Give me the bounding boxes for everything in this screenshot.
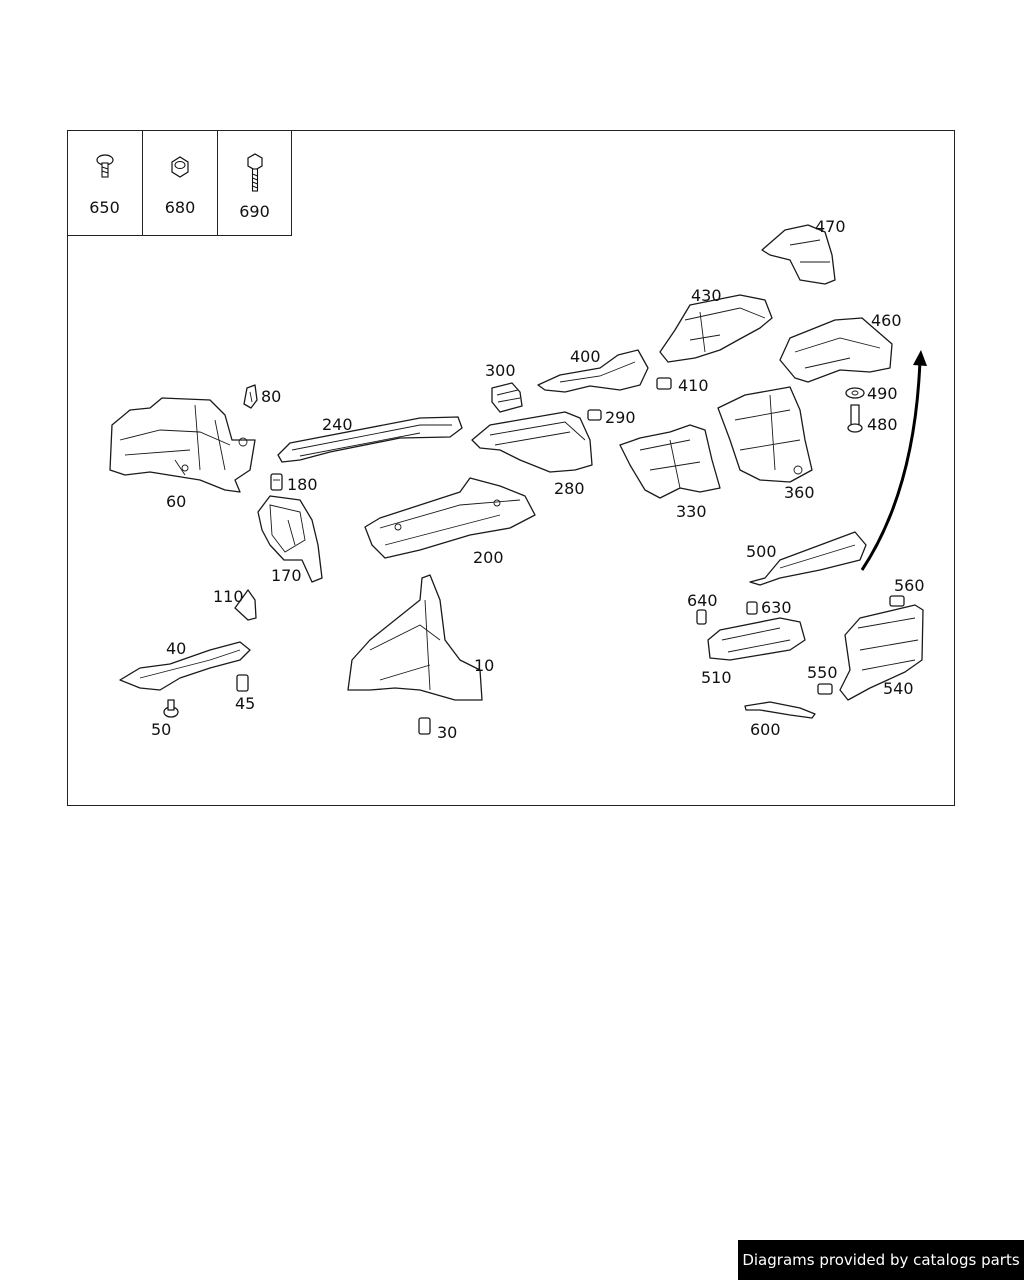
part-30[interactable] [418, 717, 431, 735]
diagram-frame [67, 130, 955, 806]
hardware-label-650: 650 [89, 198, 120, 217]
callout-500: 500 [746, 542, 777, 561]
part-60[interactable] [109, 397, 256, 493]
part-500[interactable] [749, 531, 867, 586]
part-600[interactable] [744, 701, 816, 719]
part-45[interactable] [236, 674, 249, 692]
part-540[interactable] [839, 604, 924, 701]
callout-640: 640 [687, 591, 718, 610]
callout-460: 460 [871, 311, 902, 330]
hardware-cell-650[interactable]: 650 [67, 130, 143, 236]
part-290[interactable] [587, 409, 602, 421]
footer-credit: Diagrams provided by catalogs parts [738, 1240, 1024, 1280]
part-510[interactable] [707, 617, 806, 661]
callout-80: 80 [261, 387, 281, 406]
callout-110: 110 [213, 587, 244, 606]
nut-icon [171, 156, 189, 178]
part-430[interactable] [659, 294, 773, 363]
callout-40: 40 [166, 639, 186, 658]
callout-550: 550 [807, 663, 838, 682]
callout-490: 490 [867, 384, 898, 403]
callout-300: 300 [485, 361, 516, 380]
part-410[interactable] [656, 377, 672, 390]
callout-430: 430 [691, 286, 722, 305]
callout-290: 290 [605, 408, 636, 427]
part-480[interactable] [847, 404, 863, 433]
callout-470: 470 [815, 217, 846, 236]
part-110[interactable] [234, 589, 257, 621]
callout-60: 60 [166, 492, 186, 511]
part-330[interactable] [619, 424, 721, 499]
part-280[interactable] [471, 411, 593, 473]
part-640[interactable] [696, 609, 707, 625]
direction-arrow [860, 350, 927, 571]
part-80[interactable] [243, 384, 258, 409]
callout-630: 630 [761, 598, 792, 617]
part-40[interactable] [119, 641, 251, 691]
callout-400: 400 [570, 347, 601, 366]
part-560[interactable] [889, 595, 905, 607]
hardware-cell-680[interactable]: 680 [143, 130, 218, 236]
callout-180: 180 [287, 475, 318, 494]
callout-280: 280 [554, 479, 585, 498]
hardware-label-680: 680 [164, 198, 196, 217]
hardware-label-690: 690 [239, 202, 270, 221]
callout-560: 560 [894, 576, 925, 595]
callout-45: 45 [235, 694, 255, 713]
callout-360: 360 [784, 483, 815, 502]
callout-50: 50 [151, 720, 171, 739]
part-400[interactable] [537, 349, 649, 393]
part-50[interactable] [163, 699, 179, 718]
callout-540: 540 [883, 679, 914, 698]
callout-600: 600 [750, 720, 781, 739]
callout-170: 170 [271, 566, 302, 585]
callout-10: 10 [474, 656, 494, 675]
part-10[interactable] [347, 574, 483, 701]
callout-200: 200 [473, 548, 504, 567]
part-470[interactable] [761, 224, 836, 285]
callout-240: 240 [322, 415, 353, 434]
bolt-icon [246, 153, 263, 192]
part-180[interactable] [270, 473, 283, 491]
callout-30: 30 [437, 723, 457, 742]
part-360[interactable] [717, 386, 813, 483]
part-550[interactable] [817, 683, 833, 695]
part-630[interactable] [746, 601, 758, 615]
callout-330: 330 [676, 502, 707, 521]
part-200[interactable] [364, 477, 536, 559]
part-300[interactable] [491, 382, 523, 413]
screw-icon [95, 154, 114, 178]
callout-410: 410 [678, 376, 709, 395]
callout-510: 510 [701, 668, 732, 687]
hardware-cell-690[interactable]: 690 [218, 130, 292, 236]
part-490[interactable] [845, 387, 865, 399]
callout-480: 480 [867, 415, 898, 434]
part-460[interactable] [779, 317, 893, 383]
part-170[interactable] [257, 495, 323, 583]
part-240[interactable] [277, 416, 463, 463]
